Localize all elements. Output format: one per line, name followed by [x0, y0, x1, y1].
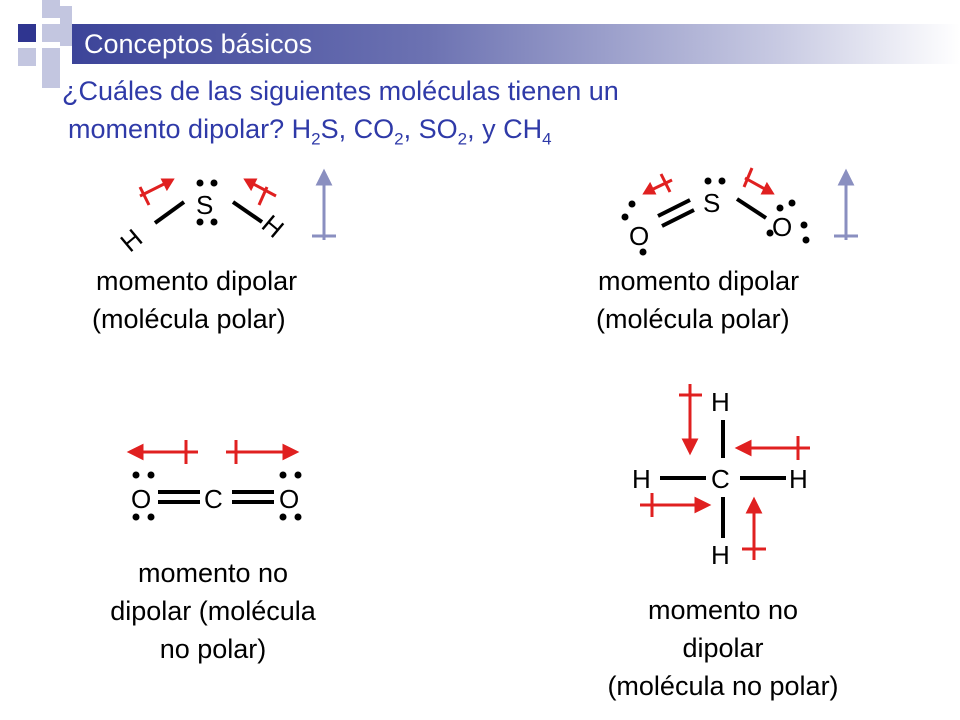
h2s-caption: momento dipolar (molécula polar) — [92, 262, 298, 338]
ch4-atom-h-bottom: H — [711, 540, 730, 570]
title-bar — [72, 24, 960, 64]
so2-net-dipole-arrow — [834, 168, 858, 240]
h2s-atom-s: S — [196, 190, 213, 220]
h2s-net-dipole-arrow — [312, 168, 336, 240]
so2-caption-line-2: (molécula polar) — [596, 304, 790, 334]
so2-bond-dipoles — [642, 167, 775, 195]
h2s-caption-line-2: (molécula polar) — [92, 304, 286, 334]
corner-square-light — [60, 6, 72, 46]
co2-molecule: O C O — [126, 440, 302, 521]
so2-molecule: S O O — [621, 167, 858, 256]
co2-atom-o-left: O — [131, 484, 151, 514]
co2-bond-dipoles — [126, 440, 300, 464]
slide-title: Conceptos básicos — [84, 29, 313, 59]
corner-square-dark — [18, 24, 36, 42]
co2-atom-c: C — [204, 484, 223, 514]
ch4-atom-c: C — [711, 464, 730, 494]
h2s-bond-dipoles — [138, 178, 277, 206]
h2s-bond-right — [231, 200, 264, 224]
question-text: ¿Cuáles de las siguientes moléculas tien… — [62, 72, 619, 148]
co2-caption-line-1: momento no — [137, 558, 289, 588]
so2-atom-o-right: O — [772, 212, 792, 242]
co2-caption-line-2: dipolar (molécula — [110, 596, 316, 626]
h2s-caption-line-1: momento dipolar — [96, 266, 298, 296]
so2-atom-s: S — [703, 188, 720, 218]
h2s-atom-h-right: H — [256, 209, 290, 244]
h2s-bond-left — [153, 200, 186, 225]
ch4-atom-h-left: H — [632, 464, 651, 494]
so2-single-bond — [735, 197, 768, 220]
so2-double-bond-b — [661, 208, 695, 228]
so2-caption: momento dipolar (molécula polar) — [596, 262, 800, 338]
co2-caption: momento no dipolar (molécula no polar) — [86, 554, 340, 668]
ch4-caption-line-3: (molécula no polar) — [607, 671, 839, 701]
so2-double-bond-a — [657, 198, 691, 218]
corner-square-light — [18, 48, 36, 66]
h2s-molecule: S H H — [114, 168, 336, 258]
question-line-1: ¿Cuáles de las siguientes moléculas tien… — [62, 76, 619, 106]
ch4-bond-dipoles — [640, 384, 810, 560]
so2-lone-pairs — [621, 177, 810, 256]
ch4-caption-line-2: dipolar — [682, 633, 764, 663]
h2s-atom-h-left: H — [114, 223, 148, 258]
ch4-atom-h-top: H — [711, 387, 730, 417]
ch4-molecule: H H C H H — [632, 384, 810, 570]
ch4-caption-line-1: momento no — [647, 595, 799, 625]
ch4-atom-h-right: H — [789, 464, 808, 494]
corner-square-light — [42, 48, 60, 88]
ch4-caption: momento no dipolar (molécula no polar) — [578, 591, 868, 705]
co2-caption-line-3: no polar) — [159, 634, 267, 664]
corner-square-light — [42, 24, 60, 42]
question-line-2: momento dipolar? H2S, CO2, SO2, y CH4 — [68, 114, 552, 149]
so2-caption-line-1: momento dipolar — [598, 266, 800, 296]
co2-atom-o-right: O — [279, 484, 299, 514]
co2-lone-pairs — [132, 471, 302, 521]
corner-square-light — [42, 0, 60, 18]
h2s-lone-pairs — [196, 179, 218, 226]
so2-atom-o-left: O — [629, 221, 649, 251]
